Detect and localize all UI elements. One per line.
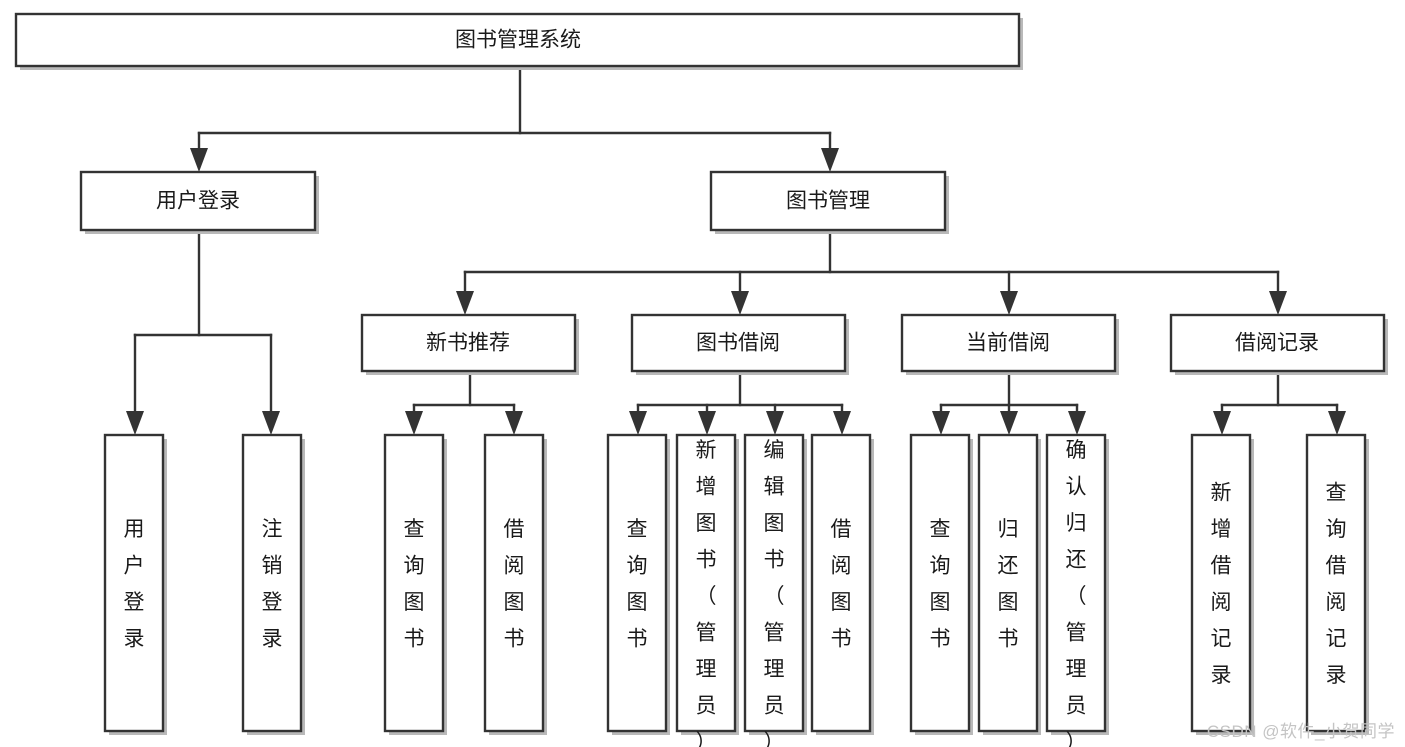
leaf-book-borrow-2-label: 新增图书（管理员） xyxy=(696,439,717,747)
leaf-user-login-1[interactable]: 用户登录 xyxy=(103,433,167,735)
leaf-borrow-record-1-label: 新增借阅记录 xyxy=(1211,482,1232,688)
arrow-newbook-leaf-2 xyxy=(505,411,523,435)
leaf-current-borrow-1-label: 查询图书 xyxy=(930,518,951,651)
node-user-login[interactable]: 用户登录 xyxy=(79,170,319,234)
arrow-borrow-leaf-2 xyxy=(698,411,716,435)
leaf-current-borrow-2[interactable]: 归还图书 xyxy=(977,433,1041,735)
arrow-bookmgmt-to-current xyxy=(1000,291,1018,315)
leaf-current-borrow-3[interactable]: 确认归还（管理员） xyxy=(1045,433,1109,747)
node-current-borrow[interactable]: 当前借阅 xyxy=(900,313,1119,375)
arrow-userlogin-leaf-1 xyxy=(126,411,144,435)
arrow-bookmgmt-to-newbook xyxy=(456,291,474,315)
leaf-new-book-2[interactable]: 借阅图书 xyxy=(483,433,547,735)
node-book-borrow-rect xyxy=(630,313,847,373)
leaf-new-book-2-rect xyxy=(483,433,545,733)
leaf-book-borrow-1[interactable]: 查询图书 xyxy=(606,433,670,735)
node-book-management[interactable]: 图书管理 xyxy=(709,170,949,234)
leaf-current-borrow-2-rect xyxy=(977,433,1039,733)
node-current-borrow-rect xyxy=(900,313,1117,373)
node-root-rect xyxy=(14,12,1021,68)
node-user-login-label: 用户登录 xyxy=(156,190,240,213)
arrow-newbook-leaf-1 xyxy=(405,411,423,435)
node-book-borrow-label: 图书借阅 xyxy=(696,332,780,355)
leaf-current-borrow-1[interactable]: 查询图书 xyxy=(909,433,973,735)
leaf-book-borrow-3-label: 编辑图书（管理员） xyxy=(764,439,785,747)
node-borrow-record-label: 借阅记录 xyxy=(1235,332,1319,355)
node-new-book-recommend-label: 新书推荐 xyxy=(426,332,510,355)
node-new-book-recommend[interactable]: 新书推荐 xyxy=(360,313,579,375)
leaf-borrow-record-1-rect xyxy=(1190,433,1252,733)
arrow-borrow-leaf-3 xyxy=(766,411,784,435)
arrow-current-leaf-3 xyxy=(1068,411,1086,435)
connector-layer xyxy=(126,68,1346,435)
leaf-book-borrow-4[interactable]: 借阅图书 xyxy=(810,433,874,735)
arrow-record-leaf-1 xyxy=(1213,411,1231,435)
arrow-current-leaf-2 xyxy=(1000,411,1018,435)
leaf-book-borrow-2-rect xyxy=(675,433,737,733)
leaf-book-borrow-1-rect xyxy=(606,433,668,733)
leaf-new-book-1-rect xyxy=(383,433,445,733)
arrow-bookmgmt-to-borrow xyxy=(731,291,749,315)
leaf-current-borrow-1-rect xyxy=(909,433,971,733)
node-current-borrow-label: 当前借阅 xyxy=(966,332,1050,355)
leaf-user-login-1-rect xyxy=(103,433,165,733)
node-book-management-rect xyxy=(709,170,947,232)
node-book-borrow[interactable]: 图书借阅 xyxy=(630,313,849,375)
leaf-book-borrow-2[interactable]: 新增图书（管理员） xyxy=(675,433,739,747)
node-root-label: 图书管理系统 xyxy=(455,29,581,52)
leaf-borrow-record-2-rect xyxy=(1305,433,1367,733)
leaf-borrow-record-1[interactable]: 新增借阅记录 xyxy=(1190,433,1254,735)
leaf-book-borrow-1-label: 查询图书 xyxy=(627,518,648,651)
leaf-current-borrow-3-rect xyxy=(1045,433,1107,733)
node-root-system[interactable]: 图书管理系统 xyxy=(14,12,1023,70)
leaf-user-login-2-rect xyxy=(241,433,303,733)
node-borrow-record-rect xyxy=(1169,313,1386,373)
leaf-book-borrow-3[interactable]: 编辑图书（管理员） xyxy=(743,433,807,747)
node-user-login-rect xyxy=(79,170,317,232)
arrow-userlogin-leaf-2 xyxy=(262,411,280,435)
node-new-book-recommend-rect xyxy=(360,313,577,373)
leaf-borrow-record-2[interactable]: 查询借阅记录 xyxy=(1305,433,1369,735)
leaf-user-login-2-label: 注销登录 xyxy=(262,518,283,651)
leaf-book-borrow-4-rect xyxy=(810,433,872,733)
leaf-borrow-record-2-label: 查询借阅记录 xyxy=(1326,482,1347,688)
arrow-root-to-user-login xyxy=(190,148,208,172)
arrow-root-to-book-mgmt xyxy=(821,148,839,172)
leaf-user-login-2[interactable]: 注销登录 xyxy=(241,433,305,735)
arrow-borrow-leaf-4 xyxy=(833,411,851,435)
node-book-management-label: 图书管理 xyxy=(786,190,870,213)
arrow-borrow-leaf-1 xyxy=(629,411,647,435)
leaf-current-borrow-2-label: 归还图书 xyxy=(998,518,1019,651)
leaf-new-book-1-label: 查询图书 xyxy=(404,518,425,651)
leaf-current-borrow-3-label: 确认归还（管理员） xyxy=(1066,439,1087,747)
leaf-book-borrow-4-label: 借阅图书 xyxy=(831,518,852,651)
arrow-record-leaf-2 xyxy=(1328,411,1346,435)
leaf-new-book-2-label: 借阅图书 xyxy=(504,518,525,651)
arrow-current-leaf-1 xyxy=(932,411,950,435)
node-borrow-record[interactable]: 借阅记录 xyxy=(1169,313,1388,375)
arrow-bookmgmt-to-record xyxy=(1269,291,1287,315)
leaf-new-book-1[interactable]: 查询图书 xyxy=(383,433,447,735)
leaf-user-login-1-label: 用户登录 xyxy=(124,518,145,651)
leaf-book-borrow-3-rect xyxy=(743,433,805,733)
